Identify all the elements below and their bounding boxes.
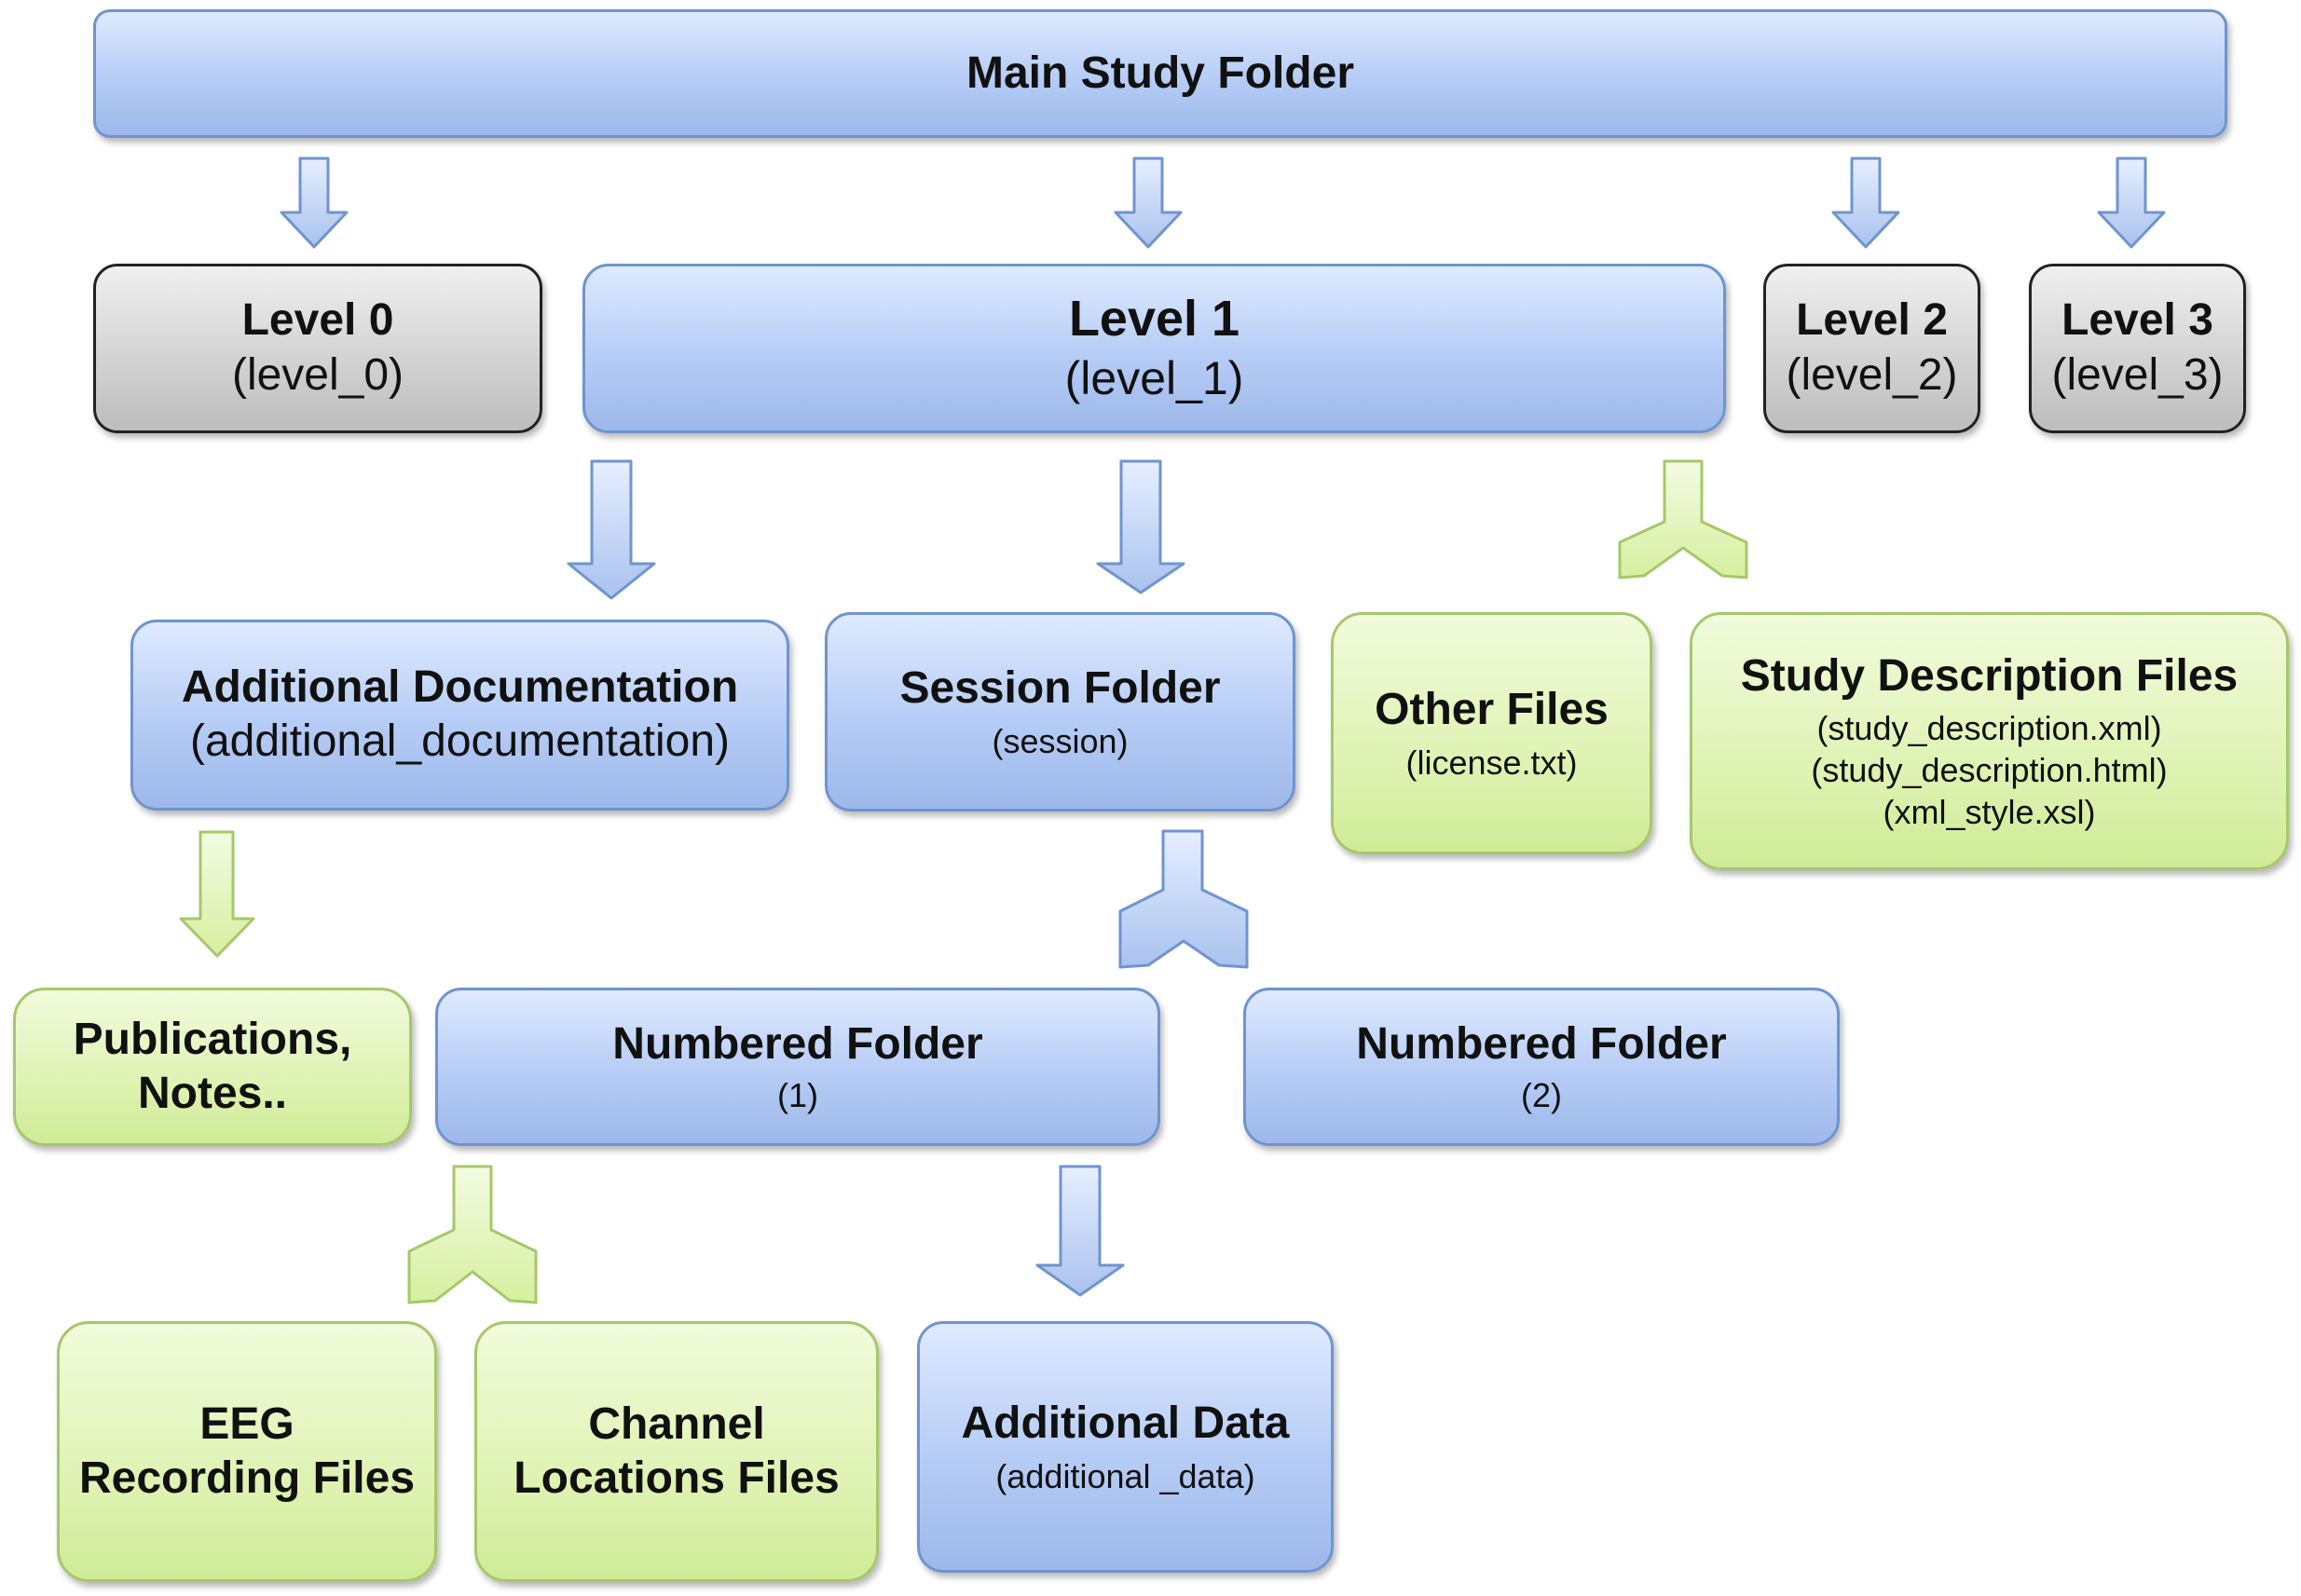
level-2-subtitle: (level_2) (1786, 349, 1958, 400)
arrow-numbered1-to-files-split (407, 1165, 538, 1304)
study-description-file-xml: (study_description.xml) (1816, 708, 2162, 747)
eeg-recording-line-2: Recording Files (78, 1453, 416, 1503)
session-folder-subtitle: (session) (992, 722, 1129, 761)
additional-data-subtitle: (additional _data) (995, 1457, 1255, 1496)
level-0-box: Level 0 (level_0) (93, 264, 542, 433)
study-description-files-title: Study Description Files (1740, 651, 2239, 702)
additional-data-box: Additional Data (additional _data) (917, 1321, 1334, 1573)
additional-data-title: Additional Data (961, 1398, 1290, 1448)
arrow-main-to-level1 (1114, 157, 1183, 249)
study-description-file-xsl: (xml_style.xsl) (1883, 792, 2096, 831)
arrow-main-to-level0 (280, 157, 349, 249)
publications-line-1: Publications, (73, 1015, 352, 1065)
numbered-folder-1-subtitle: (1) (777, 1076, 818, 1115)
arrow-main-to-level3 (2097, 157, 2166, 249)
level-2-title: Level 2 (1796, 295, 1948, 346)
numbered-folder-1-title: Numbered Folder (612, 1018, 983, 1069)
study-description-files-box: Study Description Files (study_descripti… (1690, 612, 2289, 870)
arrow-additional-documentation-to-publications (179, 830, 255, 958)
channel-locations-line-2: Locations Files (514, 1453, 840, 1503)
level-0-subtitle: (level_0) (231, 349, 404, 400)
arrow-level1-to-session (1096, 459, 1185, 594)
level-3-box: Level 3 (level_3) (2029, 264, 2246, 433)
level-1-box: Level 1 (level_1) (582, 264, 1726, 433)
study-description-file-html: (study_description.html) (1811, 750, 2168, 789)
level-0-title: Level 0 (241, 295, 394, 346)
channel-locations-files-box: Channel Locations Files (474, 1321, 879, 1582)
level-1-subtitle: (level_1) (1064, 352, 1244, 405)
level-3-subtitle: (level_3) (2051, 349, 2224, 400)
main-study-folder: Main Study Folder (93, 9, 2227, 138)
level-1-title: Level 1 (1068, 291, 1240, 348)
arrow-level1-to-additional-documentation (567, 459, 656, 600)
session-folder-box: Session Folder (session) (825, 612, 1295, 812)
level-2-box: Level 2 (level_2) (1763, 264, 1980, 433)
eeg-recording-files-box: EEG Recording Files (57, 1321, 437, 1582)
numbered-folder-1-box: Numbered Folder (1) (435, 988, 1160, 1146)
main-study-folder-title: Main Study Folder (966, 48, 1354, 99)
numbered-folder-2-box: Numbered Folder (2) (1243, 988, 1840, 1146)
session-folder-title: Session Folder (899, 662, 1221, 713)
arrow-main-to-level2 (1831, 157, 1900, 249)
publications-line-2: Notes.. (137, 1069, 288, 1118)
additional-documentation-box: Additional Documentation (additional_doc… (130, 620, 789, 811)
numbered-folder-2-subtitle: (2) (1521, 1076, 1562, 1115)
eeg-recording-line-1: EEG (199, 1399, 294, 1450)
other-files-subtitle: (license.txt) (1405, 743, 1578, 783)
level-3-title: Level 3 (2061, 295, 2213, 346)
arrow-session-to-numbered-split (1118, 829, 1249, 969)
additional-documentation-subtitle: (additional_documentation) (189, 716, 731, 767)
channel-locations-line-1: Channel (588, 1399, 765, 1450)
additional-documentation-title: Additional Documentation (181, 662, 739, 712)
numbered-folder-2-title: Numbered Folder (1356, 1018, 1727, 1069)
publications-notes-box: Publications, Notes.. (13, 988, 412, 1146)
arrow-level1-to-files-split (1618, 459, 1748, 580)
arrow-numbered1-to-additional-data (1035, 1165, 1125, 1297)
other-files-box: Other Files (license.txt) (1331, 612, 1652, 854)
other-files-title: Other Files (1375, 684, 1609, 734)
